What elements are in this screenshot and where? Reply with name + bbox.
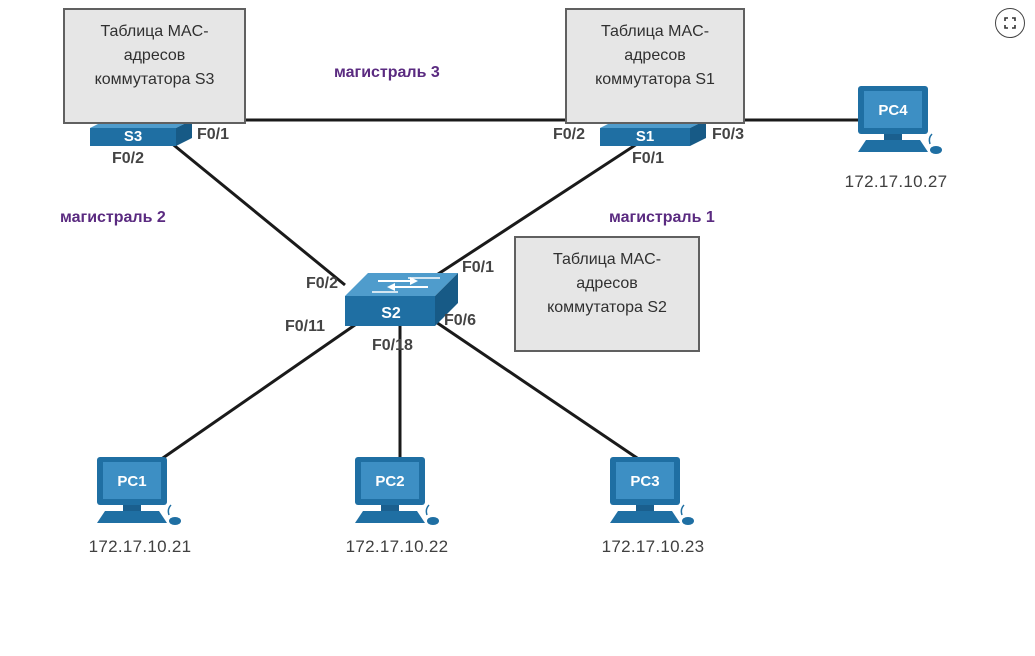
s1-port-f03: F0/3 — [712, 126, 745, 143]
pc1-icon — [96, 456, 182, 526]
expand-button[interactable] — [995, 8, 1025, 38]
pc4-ip: 172.17.10.27 — [844, 172, 948, 191]
mac-table-s1-text: Таблица MAC- адресов коммутатора S1 — [595, 23, 715, 88]
pc3-icon — [609, 456, 695, 526]
pc3-label: PC3 — [630, 473, 659, 490]
pc2-label: PC2 — [375, 473, 404, 490]
trunk2-label: магистраль 2 — [60, 209, 166, 226]
s2-port-f018: F0/18 — [372, 337, 413, 354]
pc2-icon — [354, 456, 440, 526]
s2-port-f02: F0/2 — [306, 275, 339, 292]
pc3-ip: 172.17.10.23 — [601, 537, 705, 556]
pc4-icon — [857, 85, 943, 155]
s2-port-f01: F0/1 — [462, 259, 495, 276]
trunk2-cable — [169, 140, 346, 287]
switch-s2-label: S2 — [381, 305, 401, 322]
mac-table-s2-text: Таблица MAC- адресов коммутатора S2 — [547, 251, 667, 316]
s2-pc3-cable — [429, 316, 641, 462]
s1-port-f02: F0/2 — [553, 126, 586, 143]
expand-icon — [1003, 16, 1016, 29]
pc1-ip: 172.17.10.21 — [88, 537, 192, 556]
trunk3-label: магистраль 3 — [334, 64, 440, 81]
mac-table-s3-text: Таблица MAC- адресов коммутатора S3 — [94, 23, 215, 88]
pc1-label: PC1 — [117, 473, 146, 490]
s1-port-f01: F0/1 — [632, 150, 665, 167]
s3-port-f02: F0/2 — [112, 150, 145, 167]
switch-s2-icon — [345, 273, 458, 326]
s3-port-f01: F0/1 — [197, 126, 230, 143]
s2-pc1-cable — [159, 316, 366, 462]
switch-s3-label: S3 — [124, 128, 142, 145]
s2-port-f011: F0/11 — [285, 318, 326, 335]
mac-table-s3: Таблица MAC- адресов коммутатора S3 — [63, 8, 246, 124]
trunk1-label: магистраль 1 — [609, 209, 715, 226]
s2-port-f06: F0/6 — [444, 312, 477, 329]
switch-s1-label: S1 — [636, 128, 654, 145]
mac-table-s1: Таблица MAC- адресов коммутатора S1 — [565, 8, 745, 124]
pc4-label: PC4 — [878, 102, 908, 119]
trunk1-cable — [431, 140, 641, 280]
pc2-ip: 172.17.10.22 — [345, 537, 449, 556]
mac-table-s2: Таблица MAC- адресов коммутатора S2 — [514, 236, 700, 352]
